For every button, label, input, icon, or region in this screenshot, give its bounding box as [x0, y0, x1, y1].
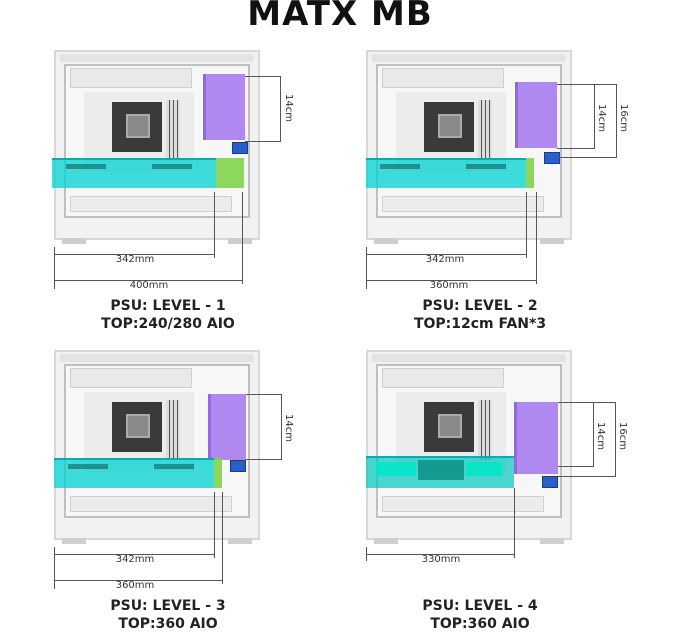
top-config-label: TOP:12cm FAN*3	[413, 316, 547, 332]
psu-connector-icon	[544, 152, 560, 164]
radiator-block	[526, 158, 534, 188]
cpu-icon	[126, 114, 150, 138]
case-foot	[62, 538, 86, 544]
psu-level-label: PSU: LEVEL - 1	[110, 298, 226, 314]
psu-height-label: 14cm	[596, 104, 607, 132]
psu-height-label: 14cm	[595, 422, 606, 450]
top-fan-row	[382, 368, 504, 388]
cpu-icon	[438, 114, 462, 138]
ram-slots	[166, 100, 180, 160]
page-title: MATX MB	[247, 0, 433, 34]
caption: PSU: LEVEL - 2 TOP:12cm FAN*3	[320, 297, 640, 333]
psu-level-label: PSU: LEVEL - 2	[422, 298, 538, 314]
psu-connector-icon	[542, 476, 558, 488]
top-rail	[372, 354, 566, 362]
case-illustration	[366, 350, 572, 544]
psu-block	[203, 74, 245, 140]
case-foot	[228, 538, 252, 544]
psu-level-label: PSU: LEVEL - 4	[422, 598, 538, 614]
gpu-block	[54, 458, 214, 488]
inner-dimension-label: 342mm	[425, 254, 465, 265]
case-foot	[62, 238, 86, 244]
caption: PSU: LEVEL - 4 TOP:360 AIO	[320, 597, 640, 633]
ram-slots	[478, 400, 492, 460]
top-config-label: TOP:360 AIO	[430, 616, 530, 632]
psu-level-label: PSU: LEVEL - 3	[110, 598, 226, 614]
psu-connector-icon	[232, 142, 248, 154]
panel-level-4: 14cm 16cm 330mm PSU: LEVEL - 4 TOP:360 A…	[352, 342, 672, 642]
gpu-block	[366, 158, 526, 188]
case-foot	[374, 238, 398, 244]
outer-dimension-label: 400mm	[129, 280, 169, 291]
case-foot	[228, 238, 252, 244]
inner-dimension-label: 342mm	[115, 554, 155, 565]
panel-level-1: 14cm 342mm 400mm PSU: LEVEL - 1 TOP:240/…	[40, 42, 360, 342]
gpu-block	[52, 158, 216, 188]
case-foot	[540, 238, 564, 244]
bottom-fan-row	[70, 496, 232, 512]
top-rail	[60, 54, 254, 62]
radiator-block	[216, 158, 244, 188]
bottom-fan-row	[70, 196, 232, 212]
outer-dimension-label: 360mm	[429, 280, 469, 291]
ram-slots	[166, 400, 180, 460]
outer-dimension-label: 360mm	[115, 580, 155, 591]
case-illustration	[54, 350, 260, 544]
case-foot	[540, 538, 564, 544]
cpu-icon	[126, 414, 150, 438]
inner-dimension-label: 330mm	[421, 554, 461, 565]
top-fan-row	[382, 68, 504, 88]
top-rail	[372, 54, 566, 62]
psu-connector-icon	[230, 460, 246, 472]
ram-slots	[478, 100, 492, 160]
psu-block	[208, 394, 246, 460]
bottom-fan-row	[382, 496, 544, 512]
psu-block	[514, 402, 558, 474]
caption: PSU: LEVEL - 1 TOP:240/280 AIO	[8, 297, 328, 333]
top-fan-row	[70, 368, 192, 388]
top-config-label: TOP:360 AIO	[118, 616, 218, 632]
case-foot	[374, 538, 398, 544]
psu-outer-height-label: 16cm	[617, 422, 628, 450]
top-config-label: TOP:240/280 AIO	[101, 316, 235, 332]
psu-height-label: 14cm	[283, 94, 294, 122]
bottom-fan-row	[382, 196, 544, 212]
panel-level-3: 14cm 342mm 360mm PSU: LEVEL - 3 TOP:360 …	[40, 342, 360, 642]
top-fan-row	[70, 68, 192, 88]
caption: PSU: LEVEL - 3 TOP:360 AIO	[8, 597, 328, 633]
top-rail	[60, 354, 254, 362]
cpu-icon	[438, 414, 462, 438]
panel-level-2: 14cm 16cm 342mm 360mm PSU: LEVEL - 2 TOP…	[352, 42, 672, 342]
inner-dimension-label: 342mm	[115, 254, 155, 265]
gpu-block	[366, 456, 514, 488]
psu-outer-height-label: 16cm	[618, 104, 629, 132]
psu-block	[515, 82, 557, 148]
psu-height-label: 14cm	[283, 414, 294, 442]
radiator-block	[214, 458, 222, 488]
